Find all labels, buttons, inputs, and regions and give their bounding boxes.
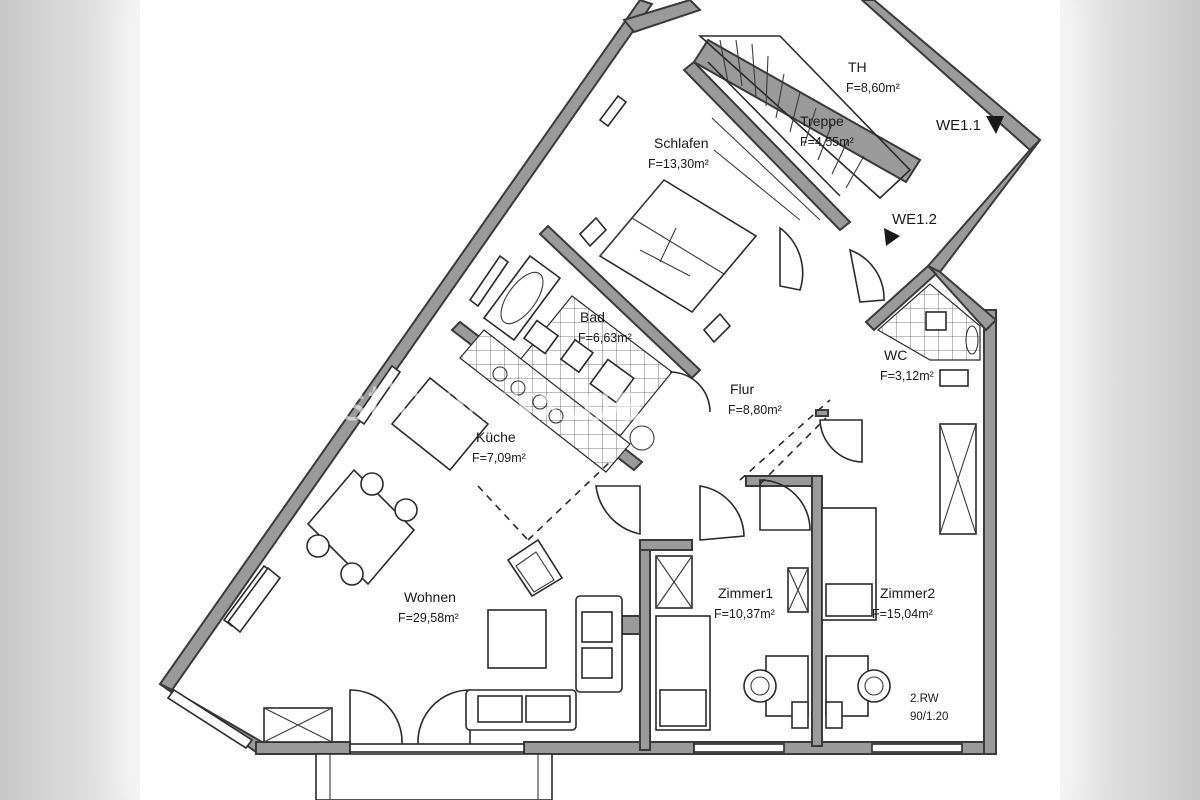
drawing-code-line1: 2.RW: [910, 693, 939, 705]
doors: [349, 226, 885, 745]
room-labels: TH F=8,60m² Treppe F=4,55m² Schlafen F=1…: [398, 59, 981, 723]
room-name-zimmer2: Zimmer2: [880, 585, 935, 601]
room-area-zimmer1: F=10,37m²: [714, 607, 775, 621]
room-area-wc: F=3,12m²: [880, 369, 934, 383]
room-name-wohnen: Wohnen: [404, 589, 456, 605]
room-area-flur: F=8,80m²: [728, 403, 782, 417]
room-name-th: TH: [848, 59, 867, 75]
drawing-code-line2: 90/1.20: [910, 711, 948, 723]
room-name-treppe: Treppe: [800, 113, 844, 129]
room-name-bad: Bad: [580, 309, 605, 325]
zimmer1-furniture: [655, 555, 809, 731]
armchair: [506, 538, 564, 598]
bed-double: [598, 178, 758, 314]
entrance-label-we11: WE1.1: [936, 117, 981, 134]
entrance-label-we12: WE1.2: [892, 211, 937, 228]
sofa-set: [465, 595, 623, 731]
we12-arrow-icon: [884, 228, 900, 246]
room-area-zimmer2: F=15,04m²: [872, 607, 933, 621]
room-name-wc: WC: [884, 347, 907, 363]
room-area-schlafen: F=13,30m²: [648, 157, 709, 171]
watermark: stickyxxx.de: [340, 374, 644, 432]
dining-table: [306, 468, 418, 586]
room-name-flur: Flur: [730, 381, 754, 397]
staircase: [697, 35, 912, 221]
room-area-th: F=8,60m²: [846, 81, 900, 95]
room-name-kueche: Küche: [476, 429, 516, 445]
wc-fixtures: [876, 283, 981, 387]
room-area-wohnen: F=29,58m²: [398, 611, 459, 625]
sideboard: [226, 566, 333, 743]
room-name-schlafen: Schlafen: [654, 135, 708, 151]
room-area-bad: F=6,63m²: [578, 331, 632, 345]
room-area-treppe: F=4,55m²: [800, 135, 854, 149]
room-area-kueche: F=7,09m²: [472, 451, 526, 465]
bathroom-fixtures: [482, 254, 673, 451]
kitchen-counter: [390, 329, 631, 473]
we11-arrow-icon: [986, 116, 1004, 134]
entrance-arrows: [884, 116, 1004, 246]
zimmer2-furniture: [821, 423, 977, 729]
room-name-zimmer1: Zimmer1: [718, 585, 773, 601]
nightstands: [578, 216, 732, 344]
opening-lines: [477, 399, 831, 541]
